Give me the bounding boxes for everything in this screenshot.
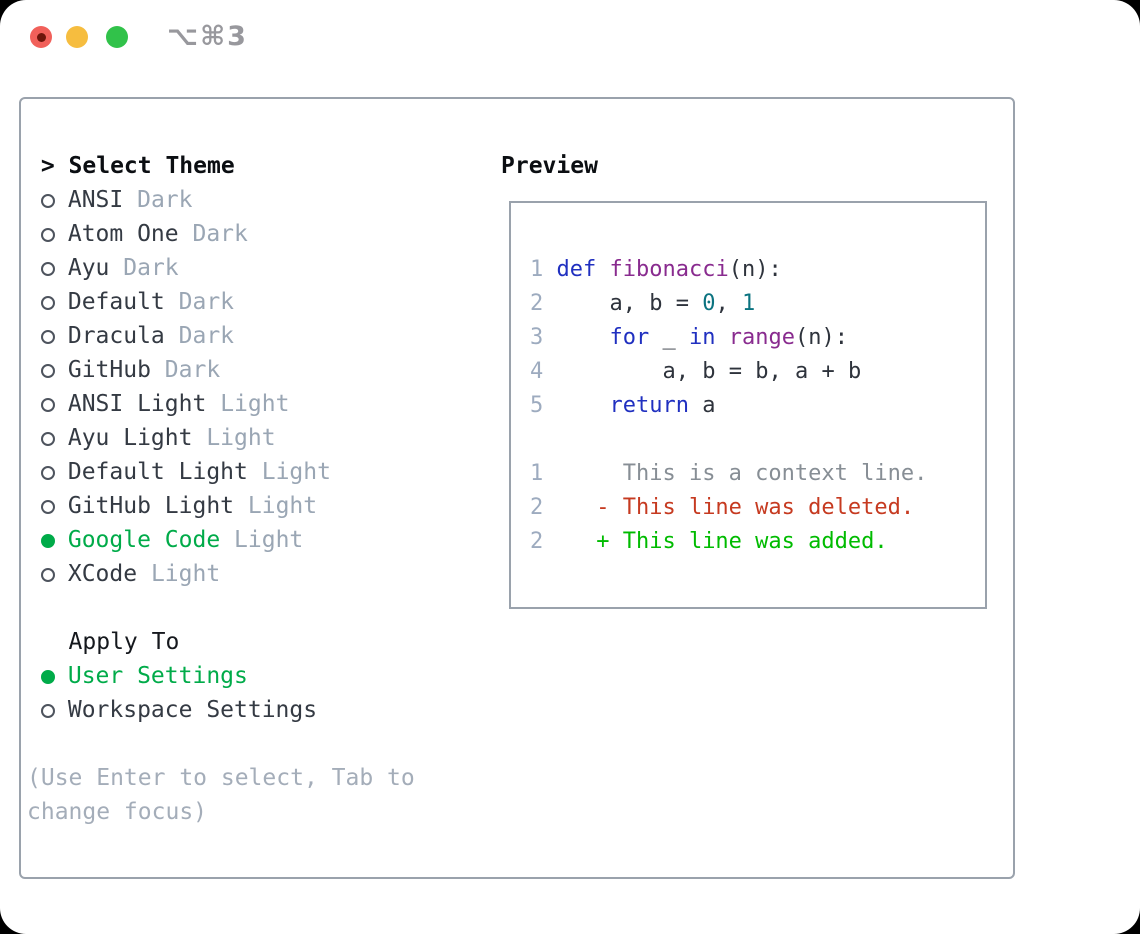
option-label: User Settings <box>67 663 248 689</box>
radio-icon <box>40 296 55 310</box>
theme-option-google-code[interactable]: Google Code Light <box>27 523 415 557</box>
theme-option-xcode[interactable]: XCode Light <box>27 557 415 591</box>
option-label: Atom One <box>67 221 179 247</box>
zoom-button[interactable] <box>106 26 128 48</box>
option-variant: Dark <box>178 323 235 349</box>
option-variant: Dark <box>164 357 221 383</box>
line-number: 4 <box>530 359 544 384</box>
theme-option-github-light[interactable]: GitHub Light Light <box>27 489 415 523</box>
spacer <box>27 727 415 761</box>
line-number: 2 <box>530 495 544 520</box>
line-number: 1 <box>530 257 544 282</box>
radio-icon <box>40 194 55 208</box>
theme-option-ayu-light[interactable]: Ayu Light Light <box>27 421 415 455</box>
close-button[interactable] <box>30 26 52 48</box>
help-line-1: (Use Enter to select, Tab to <box>27 765 415 791</box>
select-theme-title: Select Theme <box>68 153 235 179</box>
code-line: 4 a, b = b, a + b <box>530 359 862 384</box>
option-label: ANSI <box>67 187 124 213</box>
theme-option-github[interactable]: GitHub Dark <box>27 353 415 387</box>
code-line: 5 return a <box>530 393 716 418</box>
help-line-2: change focus) <box>27 799 208 825</box>
radio-icon <box>40 228 55 242</box>
option-label: XCode <box>67 561 138 587</box>
option-label: Default Light <box>67 459 248 485</box>
preview-box: 1 def fibonacci(n): 2 a, b = 0, 1 3 for _ … <box>509 201 987 609</box>
radio-selected-icon <box>40 670 55 684</box>
diff-line-deleted: 2 - This line was deleted. <box>530 495 915 520</box>
radio-selected-icon <box>40 534 55 548</box>
option-variant: Dark <box>137 187 193 213</box>
option-variant: Light <box>220 391 290 417</box>
window-shortcut-label: ⌥⌘3 <box>167 21 248 52</box>
theme-option-ansi[interactable]: ANSI Dark <box>27 183 415 217</box>
option-variant: Light <box>261 459 331 485</box>
radio-icon <box>40 364 55 378</box>
radio-icon <box>40 262 55 276</box>
option-label: Workspace Settings <box>67 697 318 723</box>
radio-icon <box>40 466 55 480</box>
option-label: GitHub Light <box>67 493 235 519</box>
line-number: 5 <box>530 393 544 418</box>
option-variant: Light <box>206 425 276 451</box>
apply-to-title: Apply To <box>68 629 180 655</box>
code-preview: 1 def fibonacci(n): 2 a, b = 0, 1 3 for _ … <box>530 253 927 559</box>
radio-icon <box>40 432 55 446</box>
apply-option-user-settings[interactable]: User Settings <box>27 659 415 693</box>
apply-option-workspace-settings[interactable]: Workspace Settings <box>27 693 415 727</box>
radio-icon <box>40 704 55 718</box>
theme-option-atom-one[interactable]: Atom One Dark <box>27 217 415 251</box>
line-number: 3 <box>530 325 544 350</box>
radio-icon <box>40 568 55 582</box>
apply-to-header: Apply To <box>27 625 415 659</box>
diff-line-added: 2 + This line was added. <box>530 529 888 554</box>
code-line: 3 for _ in range(n): <box>530 325 848 350</box>
option-label: Default <box>67 289 165 315</box>
theme-option-default[interactable]: Default Dark <box>27 285 415 319</box>
option-label: Ayu <box>67 255 110 281</box>
option-variant: Light <box>234 527 304 553</box>
diff-line-context: 1 This is a context line. <box>530 461 928 486</box>
line-number: 2 <box>530 529 544 554</box>
code-line: 2 a, b = 0, 1 <box>530 291 756 316</box>
spacer <box>530 423 927 457</box>
preview-title: Preview <box>501 153 598 179</box>
radio-icon <box>40 398 55 412</box>
option-variant: Light <box>247 493 318 519</box>
option-label: ANSI Light <box>67 391 207 417</box>
spacer <box>27 591 415 625</box>
option-variant: Dark <box>178 289 235 315</box>
theme-option-ansi-light[interactable]: ANSI Light Light <box>27 387 415 421</box>
select-theme-header: > Select Theme <box>27 149 415 183</box>
code-line: 1 def fibonacci(n): <box>530 257 782 282</box>
option-variant: Dark <box>192 221 248 247</box>
radio-icon <box>40 500 55 514</box>
option-variant: Dark <box>123 255 179 281</box>
prompt-caret-icon: > <box>40 153 55 179</box>
radio-icon <box>40 330 55 344</box>
theme-option-ayu[interactable]: Ayu Dark <box>27 251 415 285</box>
close-dot-icon <box>36 32 46 42</box>
option-label: Ayu Light <box>67 425 193 451</box>
option-variant: Light <box>150 561 221 587</box>
help-text: (Use Enter to select, Tab to change focu… <box>27 761 415 829</box>
theme-option-default-light[interactable]: Default Light Light <box>27 455 415 489</box>
option-label: GitHub <box>67 357 151 383</box>
minimize-button[interactable] <box>66 26 88 48</box>
theme-option-dracula[interactable]: Dracula Dark <box>27 319 415 353</box>
option-label: Dracula <box>67 323 165 349</box>
line-number: 2 <box>530 291 544 316</box>
line-number: 1 <box>530 461 544 486</box>
option-label: Google Code <box>67 527 221 553</box>
